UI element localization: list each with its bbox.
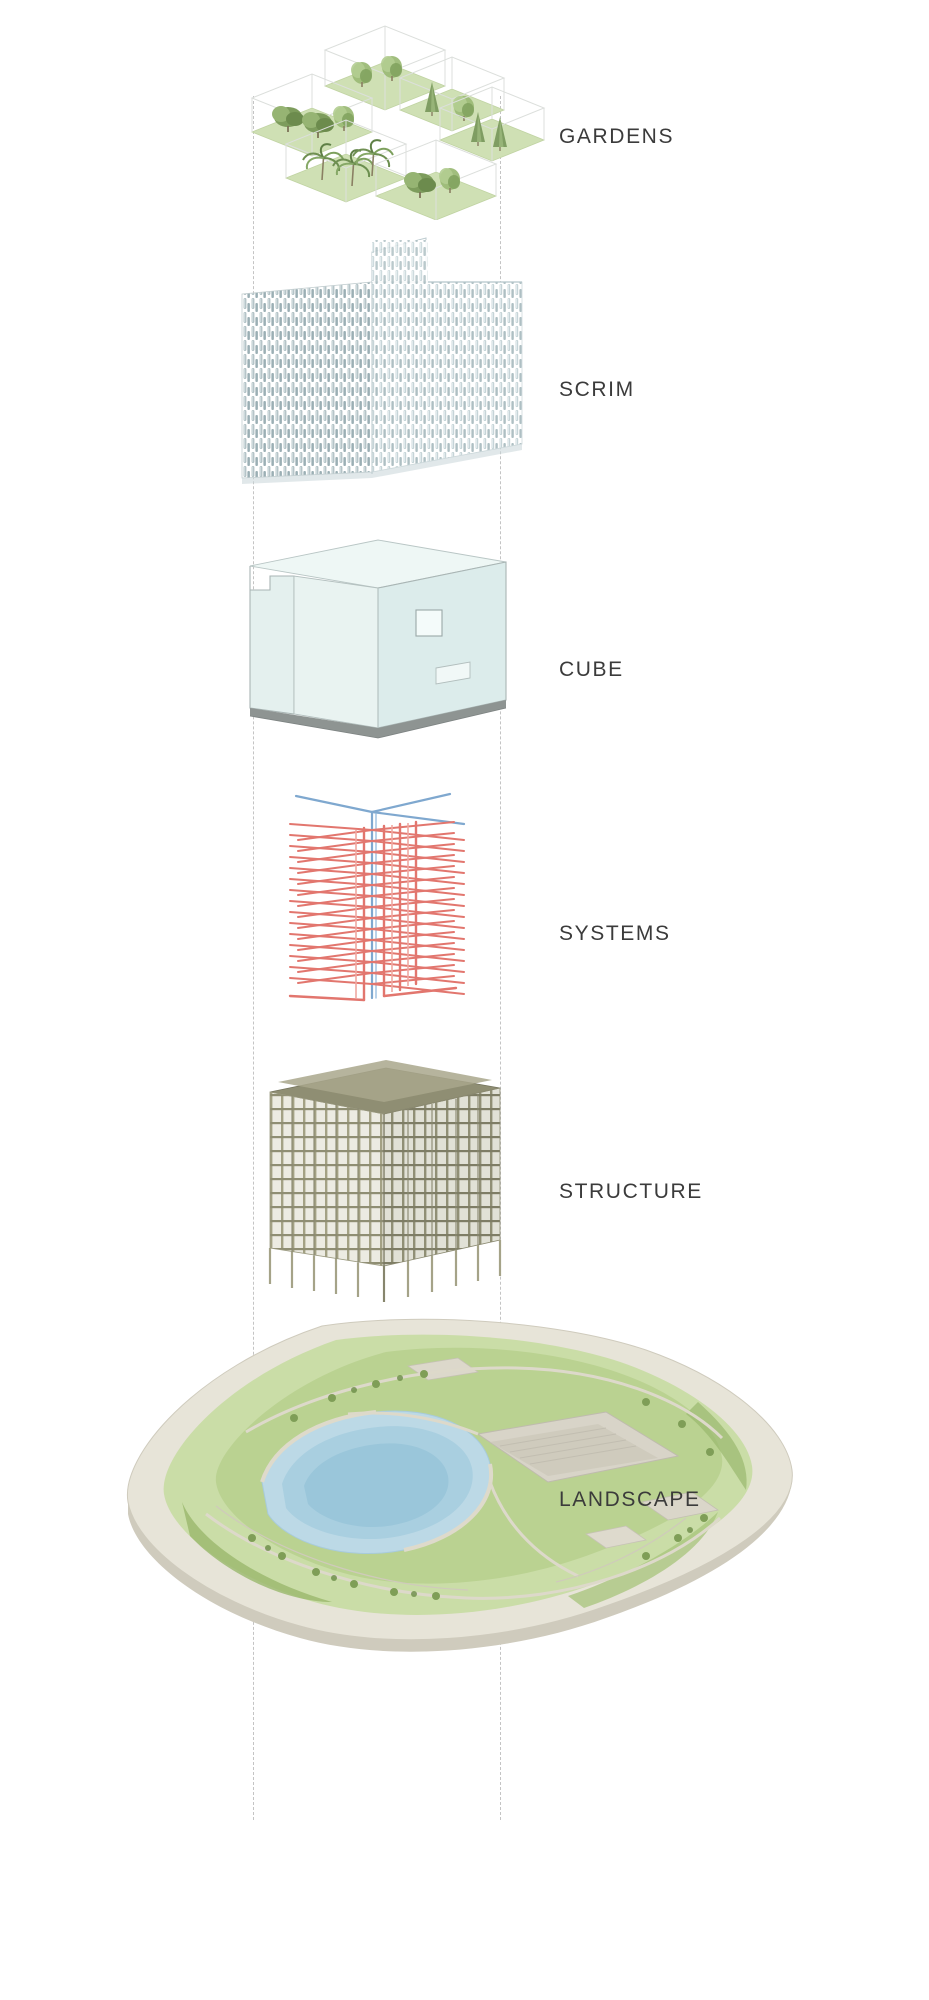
- garden-module: [438, 86, 546, 162]
- layer-landscape: [86, 1306, 826, 1666]
- layer-scrim: [226, 228, 546, 496]
- garden-module: [323, 25, 447, 111]
- layer-systems: [268, 784, 518, 1024]
- layer-label-cube: CUBE: [559, 658, 624, 681]
- layer-cube: [238, 532, 518, 744]
- layer-structure: [248, 1052, 520, 1304]
- garden-module: [250, 73, 374, 157]
- garden-module: [374, 139, 498, 221]
- guide-line-right: [500, 96, 501, 1820]
- layer-label-structure: STRUCTURE: [559, 1180, 703, 1203]
- layer-gardens: [0, 0, 600, 221]
- layer-label-gardens: GARDENS: [559, 125, 675, 148]
- guide-line-left: [253, 96, 254, 1820]
- layer-label-systems: SYSTEMS: [559, 922, 671, 945]
- layer-label-landscape: LANDSCAPE: [559, 1488, 701, 1511]
- layer-label-scrim: SCRIM: [559, 378, 635, 401]
